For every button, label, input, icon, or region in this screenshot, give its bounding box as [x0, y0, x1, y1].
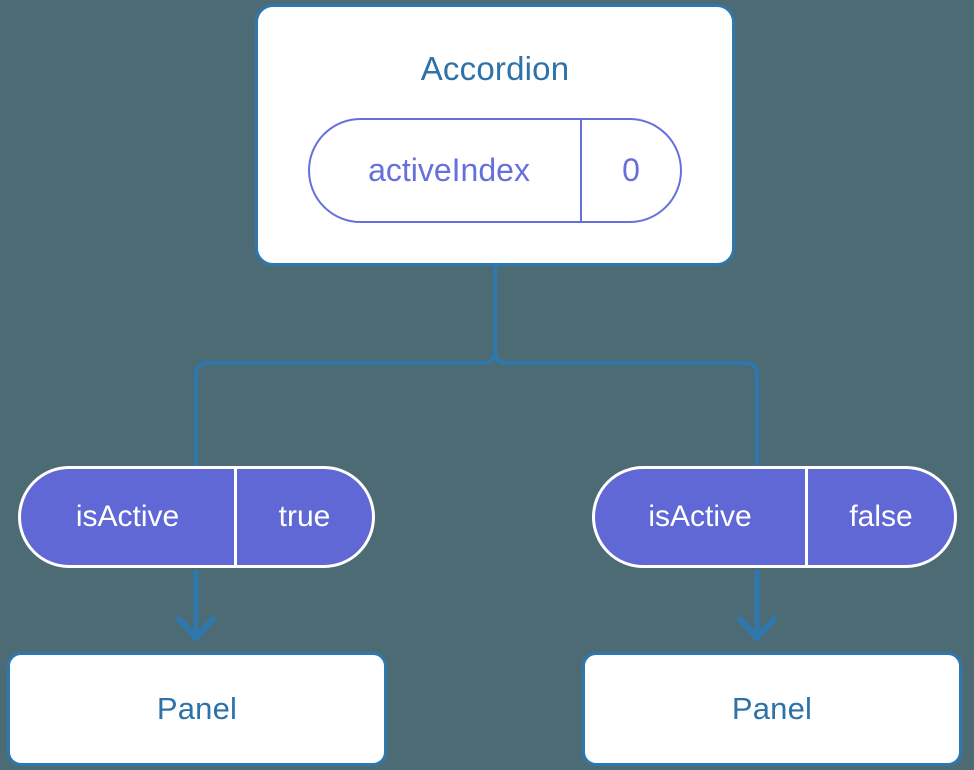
prop-badge-is-active-false[interactable]: isActive false	[592, 466, 957, 568]
state-badge-key: activeIndex	[310, 120, 582, 221]
panel-left-title: Panel	[156, 691, 238, 726]
component-node-panel-right[interactable]: Panel	[582, 652, 962, 766]
prop-badge-value: true	[278, 500, 331, 533]
arrow-head-left-icon	[176, 616, 216, 641]
prop-badge-value: false	[849, 500, 913, 533]
prop-badge-key: isActive	[595, 469, 808, 565]
component-node-panel-left[interactable]: Panel	[7, 652, 387, 766]
arrow-head-right-icon	[737, 616, 777, 641]
prop-badge-is-active-true[interactable]: isActive true	[18, 466, 375, 568]
state-badge-value: 0	[622, 152, 640, 188]
connector-root-split	[194, 264, 497, 468]
prop-badge-key: isActive	[21, 469, 237, 565]
accordion-title: Accordion	[420, 50, 570, 87]
panel-right-title: Panel	[731, 691, 813, 726]
connector-root-branch-right	[493, 264, 759, 468]
state-badge-active-index[interactable]: activeIndex 0	[308, 118, 682, 223]
